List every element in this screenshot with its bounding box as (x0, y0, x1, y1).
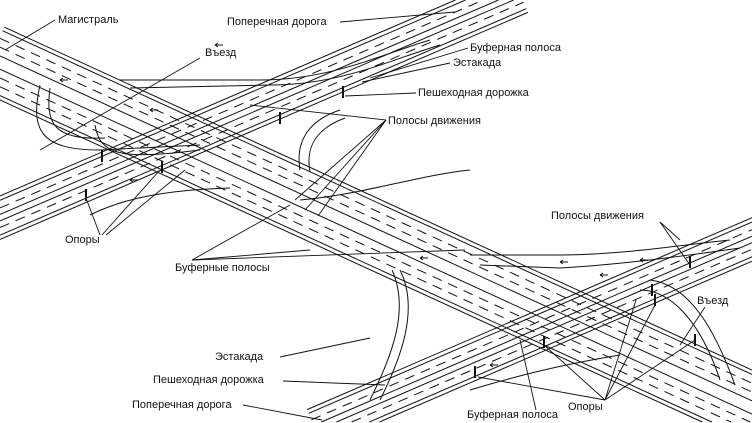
highway-line (0, 68, 752, 415)
overpass-top-line (0, 8, 527, 236)
label-entrance-right: Въезд (697, 295, 729, 307)
overpass-top-line (0, 0, 514, 222)
highway-line (0, 46, 752, 393)
leader-line (191, 249, 466, 261)
leader-line (361, 62, 451, 83)
leader-line (344, 92, 417, 97)
ramp-curve (308, 117, 346, 173)
ramp-curve (470, 239, 731, 256)
highway-line (0, 55, 752, 402)
direction-arrow-icon (214, 42, 223, 48)
leader-line (604, 299, 637, 401)
label-overpass-bottom: Эстакада (215, 351, 264, 363)
leader-line (101, 169, 161, 236)
ramp-curve (469, 354, 621, 391)
leader-line (191, 204, 291, 261)
leader-line (279, 337, 371, 358)
overpass-bottom-line (379, 260, 752, 423)
ramp-curve (36, 84, 201, 151)
ramp-curve (120, 39, 431, 81)
label-buffer-lane-bottom: Буферная полоса (467, 409, 558, 421)
direction-arrow-icon (559, 259, 568, 265)
leader-line (242, 404, 323, 421)
leader-line (519, 339, 537, 411)
overpass-bottom-line (306, 217, 752, 411)
leader-line (85, 197, 101, 236)
ramp-curve (129, 44, 441, 89)
leader-line (543, 344, 606, 401)
ramp-curve (299, 169, 471, 201)
label-supports-left: Опоры (65, 234, 100, 246)
overpass-bottom-line (308, 221, 752, 414)
highway-line (0, 95, 713, 423)
label-footpath-bottom: Пешеходная дорожка (153, 374, 264, 386)
leader-line (317, 119, 387, 217)
label-cross-road-bottom: Поперечная дорога (132, 399, 232, 411)
overpass-bottom-line (369, 256, 752, 423)
highway-line (2, 30, 752, 375)
ramp-curve (48, 87, 106, 139)
direction-arrow-icon (129, 177, 138, 183)
leader-line (249, 104, 387, 121)
label-overpass-top: Эстакада (453, 57, 502, 69)
leader-line (39, 57, 201, 151)
ramp-curve (89, 187, 231, 216)
leader-line (191, 249, 311, 261)
highway-line (0, 77, 751, 423)
overpass-top-line (0, 11, 529, 240)
overpass-top-line (0, 1, 524, 228)
highway-line (3, 26, 752, 371)
ramp-curve (639, 289, 721, 381)
label-entrance-left: Въезд (205, 47, 237, 59)
label-footpath-top: Пешеходная дорожка (418, 87, 529, 99)
direction-arrow-icon (59, 77, 68, 83)
direction-arrow-icon (419, 255, 428, 261)
highway-line (0, 99, 703, 423)
direction-arrow-icon (599, 272, 608, 278)
overpass-bottom-line (336, 242, 752, 423)
leader-line (604, 339, 696, 401)
leader-line (604, 304, 656, 401)
leader-line (369, 47, 469, 79)
overpass-top-line (0, 0, 499, 215)
label-supports-bottom: Опоры (568, 401, 603, 413)
leader-line (304, 119, 387, 211)
ramp-curve (298, 109, 341, 171)
leader-line (282, 380, 386, 386)
leader-line (679, 306, 706, 346)
leader-line (659, 221, 681, 241)
overpass-bottom-line (311, 229, 752, 421)
label-buffer-lane-top: Буферная полоса (470, 42, 561, 54)
direction-arrow-icon (149, 107, 158, 113)
label-traffic-lanes-top: Полосы движения (388, 115, 481, 127)
label-highway: Магистраль (58, 14, 119, 26)
leader-line (294, 119, 387, 201)
overpass-top-line (0, 0, 484, 209)
leader-line (659, 221, 691, 266)
overpass-top-line (0, 0, 466, 201)
ramp-curve (94, 124, 201, 156)
overpass-bottom-line (351, 248, 752, 423)
label-buffer-lanes-mid: Буферные полосы (175, 262, 270, 274)
overpass-bottom-line (321, 235, 752, 423)
ramp-curve (379, 269, 409, 401)
leader-line (105, 169, 186, 236)
leader-line (339, 11, 456, 23)
leader-line (477, 376, 606, 401)
label-cross-road-top: Поперечная дорога (227, 16, 327, 28)
direction-arrow-icon (489, 362, 498, 368)
overpass-top-line (0, 0, 456, 197)
highway-line (0, 86, 732, 423)
direction-arrow-icon (639, 257, 648, 263)
label-traffic-lanes-right: Полосы движения (551, 210, 644, 222)
highway-line (0, 37, 752, 384)
leader-line (4, 19, 56, 51)
